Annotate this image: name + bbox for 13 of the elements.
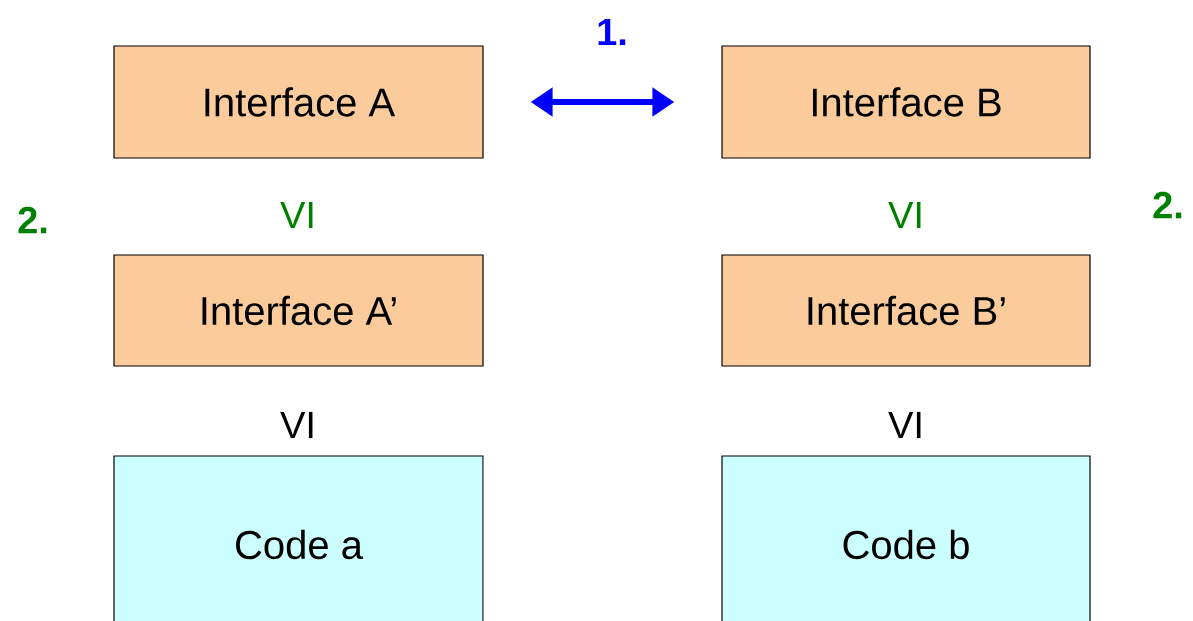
process-box: Interface A’ [113,254,484,367]
relation-symbol: VI [888,201,921,229]
process-box: Interface B’ [721,254,1091,367]
process-box: Interface A [113,45,484,159]
step-number: 2. [1153,191,1182,219]
step-number: 2. [18,206,47,234]
step-number: 1. [598,18,626,46]
process-box: Code b [721,455,1091,621]
relation-symbol: VI [888,411,921,439]
process-box: Interface B [721,45,1091,159]
process-box: Code a [113,455,484,621]
relation-symbol: VI [280,411,313,439]
relation-symbol: VI [280,201,313,229]
